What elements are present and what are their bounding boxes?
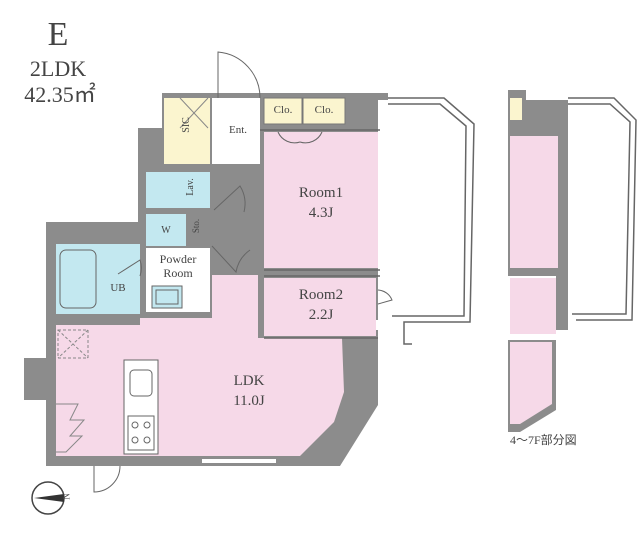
- toilet-floor: [146, 172, 210, 208]
- kitchen-counter: [123, 359, 159, 455]
- sink-fixture: [151, 285, 183, 309]
- layout-type: 2LDK: [29, 56, 87, 81]
- unit-type: E: [47, 16, 69, 53]
- room1-name: Room1: [298, 185, 344, 201]
- unit-bath-label: UB: [110, 282, 126, 294]
- ldk-name: LDK: [233, 373, 265, 389]
- entrance-floor: [212, 98, 260, 164]
- room1-floor: [264, 132, 378, 268]
- room1-size: 4.3J: [308, 205, 334, 221]
- sic-floor: [164, 98, 210, 164]
- lav-label: Lav.: [185, 178, 196, 196]
- storage-label: Sto.: [191, 218, 201, 234]
- entrance-label: Ent.: [228, 124, 248, 136]
- sic-label: SIC: [181, 117, 192, 133]
- closet-2: [302, 97, 346, 125]
- powder-room-line2: Room: [163, 266, 193, 280]
- bathtub: [59, 249, 97, 309]
- floor-area: 42.35㎡: [24, 82, 96, 107]
- compass-icon: [31, 481, 65, 515]
- room2-name: Room2: [298, 287, 344, 303]
- storage-shelf: [56, 403, 86, 453]
- closet-1-label: Clo.: [273, 104, 293, 116]
- room2-size: 2.2J: [308, 307, 334, 323]
- compass-label: N: [61, 493, 72, 500]
- room2-floor: [264, 278, 376, 336]
- closet-1: [263, 97, 303, 125]
- fridge-space: [57, 329, 89, 359]
- partial-plan: [508, 90, 637, 432]
- ldk-size: 11.0J: [233, 393, 265, 409]
- washer-floor: [146, 214, 186, 246]
- stove-icon: [127, 415, 155, 451]
- washer-label: W: [161, 225, 171, 236]
- doors: [93, 51, 393, 493]
- partitions: [260, 129, 380, 339]
- balcony: [388, 97, 475, 345]
- powder-room-line1: Powder: [159, 252, 197, 266]
- partial-plan-caption: 4～7F部分図: [510, 433, 577, 447]
- windows: [202, 170, 385, 463]
- closet-2-label: Clo.: [314, 104, 334, 116]
